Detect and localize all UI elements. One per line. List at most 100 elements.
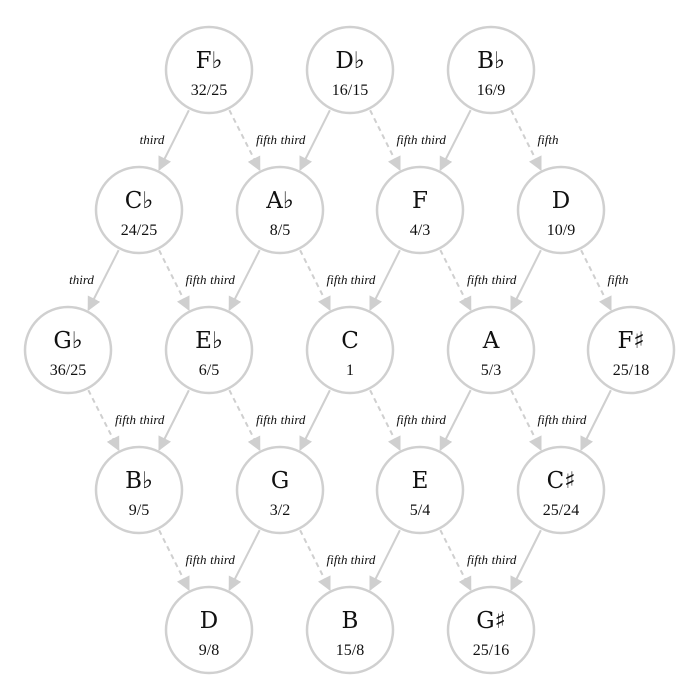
fifth-edge (158, 249, 190, 312)
note-node: C1 (305, 305, 395, 395)
node-circle (446, 305, 536, 395)
third-edge (369, 529, 401, 592)
edge-label: third (281, 132, 306, 147)
note-ratio: 5/4 (410, 502, 430, 519)
note-node: E 5/4 (375, 445, 465, 535)
edge-label: third (492, 272, 517, 287)
note-name: B♭ (125, 468, 153, 494)
third-edge (580, 389, 612, 452)
edge-label: third (421, 412, 446, 427)
note-name: D♭ (335, 48, 364, 74)
note-name: A (482, 328, 500, 354)
third-edge (510, 529, 542, 592)
note-ratio: 3/2 (270, 502, 290, 519)
node-circle (94, 165, 184, 255)
fifth-edge (580, 249, 612, 312)
edge-label: third (281, 412, 306, 427)
edge-label: fifth (327, 272, 348, 287)
note-node: D 9/8 (164, 585, 254, 675)
fifth-edge (510, 389, 542, 452)
third-edge (439, 109, 472, 172)
note-node: C♯25/24 (516, 445, 606, 535)
fifth-edge (439, 529, 472, 592)
edge-label: third (210, 272, 235, 287)
note-name: C♭ (125, 188, 153, 214)
node-circle (235, 445, 325, 535)
note-name: F (412, 188, 428, 214)
node-circle (305, 305, 395, 395)
note-name: B♭ (477, 48, 505, 74)
edge-label: fifth (256, 412, 277, 427)
note-node: B♭ 9/5 (94, 445, 184, 535)
note-ratio: 15/8 (336, 642, 364, 659)
edge-label: fifth (467, 552, 488, 567)
third-edge (228, 249, 261, 312)
note-name: F♯ (617, 328, 644, 354)
fifth-edge (158, 529, 190, 592)
edge-label: fifth (538, 132, 559, 147)
node-circle (94, 445, 184, 535)
fifth-edge (299, 529, 331, 592)
note-node: G♯25/16 (446, 585, 536, 675)
fifth-edge (228, 389, 261, 452)
note-name: E♭ (195, 328, 223, 354)
edge-label: third (421, 132, 446, 147)
edge-label: fifth (186, 552, 207, 567)
note-name: D (552, 188, 570, 214)
fifth-edge (228, 109, 261, 172)
fifth-edge (299, 249, 331, 312)
edge-label: third (140, 412, 165, 427)
note-ratio: 16/15 (332, 82, 368, 99)
node-circle (375, 165, 465, 255)
note-ratio: 10/9 (547, 222, 575, 239)
fifth-edge (87, 389, 120, 452)
note-node: D♭ 16/15 (305, 25, 395, 115)
note-ratio: 9/5 (129, 502, 149, 519)
node-circle (446, 25, 536, 115)
note-node: F♯ 25/18 (586, 305, 676, 395)
note-name: F♭ (196, 48, 223, 74)
node-circle (23, 305, 113, 395)
edge-label: third (210, 552, 235, 567)
third-edge (369, 249, 401, 312)
note-ratio: 6/5 (199, 362, 219, 379)
note-name: E (412, 468, 429, 494)
note-name: C (341, 328, 359, 354)
node-circle (446, 585, 536, 675)
note-node: G♭36/25 (23, 305, 113, 395)
third-edge (87, 249, 120, 312)
edge-label: fifth (538, 412, 559, 427)
note-ratio: 9/8 (199, 642, 219, 659)
note-node: D 10/9 (516, 165, 606, 255)
edge-label: fifth (256, 132, 277, 147)
node-circle (516, 165, 606, 255)
edge-label: fifth (186, 272, 207, 287)
note-ratio: 5/3 (481, 362, 501, 379)
edge-label: third (140, 132, 165, 147)
note-ratio: 4/3 (410, 222, 430, 239)
node-circle (235, 165, 325, 255)
fifth-edge (439, 249, 472, 312)
edge-label: fifth (397, 132, 418, 147)
third-edge (158, 109, 190, 172)
node-circle (516, 445, 606, 535)
note-node: E♭ 6/5 (164, 305, 254, 395)
note-node: A♭8/5 (235, 165, 325, 255)
note-node: A 5/3 (446, 305, 536, 395)
edge-label: fifth (608, 272, 629, 287)
node-circle (586, 305, 676, 395)
node-circle (305, 585, 395, 675)
note-node: G 3/2 (235, 445, 325, 535)
note-name: D (200, 608, 218, 634)
note-ratio: 25/18 (613, 362, 649, 379)
note-name: C♯ (547, 468, 576, 494)
third-edge (439, 389, 472, 452)
note-name: G♭ (53, 328, 82, 354)
note-name: G (271, 468, 289, 494)
note-node: B♭ 16/9 (446, 25, 536, 115)
note-ratio: 25/16 (473, 642, 509, 659)
note-ratio: 16/9 (477, 82, 505, 99)
node-circle (164, 305, 254, 395)
third-edge (158, 389, 190, 452)
